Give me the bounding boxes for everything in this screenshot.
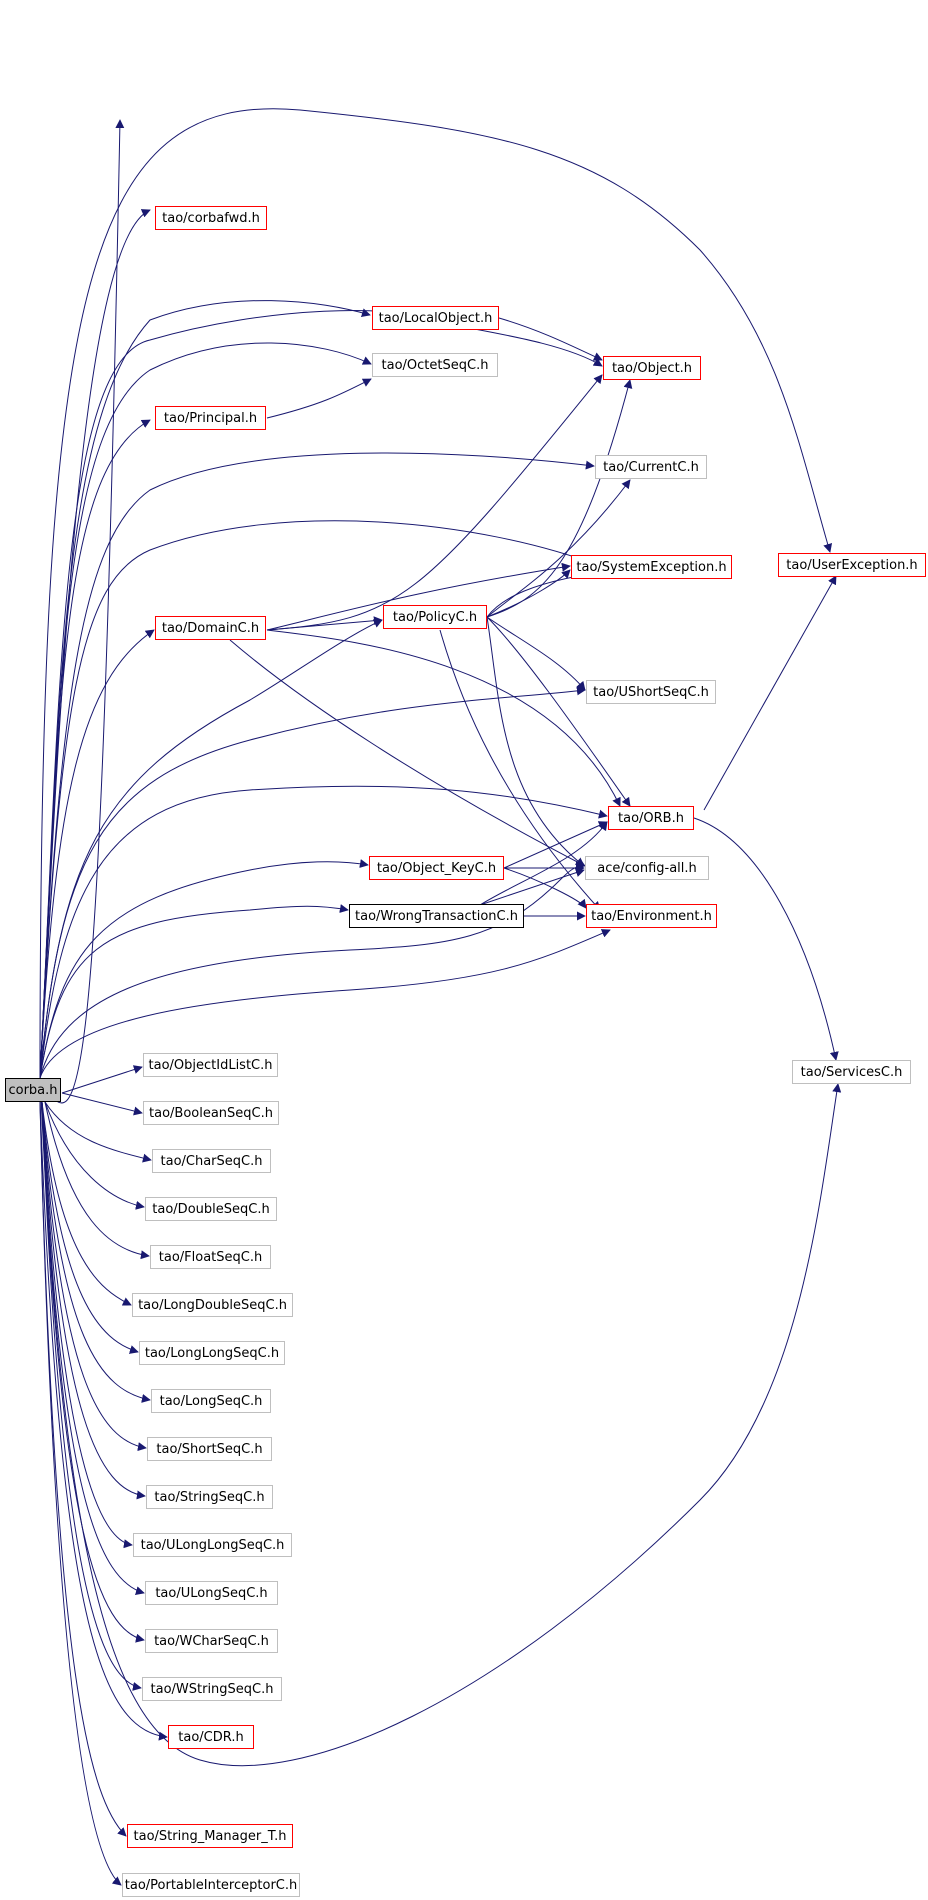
node-corba-h[interactable]: corba.h xyxy=(5,1078,61,1102)
dependency-edge xyxy=(39,1077,842,1767)
node-tao-portableinterceptorc-h[interactable]: tao/PortableInterceptorC.h xyxy=(122,1873,300,1897)
node-tao-ushortseqc-h[interactable]: tao/UShortSeqC.h xyxy=(586,680,716,704)
node-tao-booleanseqc-h[interactable]: tao/BooleanSeqC.h xyxy=(143,1101,279,1125)
node-tao-objectidlistc-h[interactable]: tao/ObjectIdListC.h xyxy=(143,1053,278,1077)
node-tao-stringseqc-h[interactable]: tao/StringSeqC.h xyxy=(146,1485,273,1509)
dependency-edge xyxy=(39,1101,122,1886)
dependency-edge xyxy=(503,821,608,869)
node-tao-ulongseqc-h[interactable]: tao/ULongSeqC.h xyxy=(145,1581,278,1605)
node-tao-servicesc-h[interactable]: tao/ServicesC.h xyxy=(792,1060,911,1084)
node-tao-orb-h[interactable]: tao/ORB.h xyxy=(608,806,694,830)
node-tao-charseqc-h[interactable]: tao/CharSeqC.h xyxy=(152,1149,271,1173)
dependency-edge xyxy=(41,1101,147,1452)
dependency-edge xyxy=(39,686,586,1079)
node-tao-wcharseqc-h[interactable]: tao/WCharSeqC.h xyxy=(145,1629,278,1653)
dependency-edge xyxy=(44,1101,150,1260)
dependency-edge xyxy=(479,868,585,906)
dependency-edge xyxy=(39,619,383,1079)
dependency-edge xyxy=(39,904,349,1079)
dependency-edge xyxy=(229,639,586,867)
dependency-edge xyxy=(39,452,595,1079)
dependency-edge xyxy=(703,575,837,811)
node-tao-octetseqc-h[interactable]: tao/OctetSeqC.h xyxy=(372,353,498,377)
node-tao-string-manager-t-h[interactable]: tao/String_Manager_T.h xyxy=(127,1824,293,1848)
node-tao-userexception-h[interactable]: tao/UserException.h xyxy=(778,553,926,577)
node-tao-longseqc-h[interactable]: tao/LongSeqC.h xyxy=(151,1389,271,1413)
dependency-edge xyxy=(41,1101,146,1500)
node-tao-longlongseqc-h[interactable]: tao/LongLongSeqC.h xyxy=(139,1341,285,1365)
node-tao-environment-h[interactable]: tao/Environment.h xyxy=(586,904,717,928)
dependency-edge xyxy=(41,1101,145,1643)
dependency-edge xyxy=(39,785,608,1079)
node-tao-cdr-h[interactable]: tao/CDR.h xyxy=(168,1725,254,1749)
dependency-edge xyxy=(39,520,601,1079)
node-tao-systemexception-h[interactable]: tao/SystemException.h xyxy=(571,555,732,579)
dependency-edge xyxy=(44,1101,145,1210)
dependency-edge xyxy=(44,1101,152,1163)
node-tao-doubleseqc-h[interactable]: tao/DoubleSeqC.h xyxy=(145,1197,277,1221)
dependency-edge xyxy=(41,1101,145,1596)
dependency-edges xyxy=(39,108,842,1886)
dependency-edge xyxy=(503,867,587,909)
node-tao-wstringseqc-h[interactable]: tao/WStringSeqC.h xyxy=(142,1677,282,1701)
dependency-edge xyxy=(39,929,611,1079)
node-tao-corbafwd-h[interactable]: tao/corbafwd.h xyxy=(155,206,267,230)
dependency-edge xyxy=(39,108,833,1079)
node-tao-domainc-h[interactable]: tao/DomainC.h xyxy=(155,616,266,640)
dependency-edge xyxy=(39,859,369,1079)
node-tao-localobject-h[interactable]: tao/LocalObject.h xyxy=(372,306,499,330)
node-tao-shortseqc-h[interactable]: tao/ShortSeqC.h xyxy=(147,1437,272,1461)
dependency-edge xyxy=(486,379,633,618)
dependency-edge xyxy=(39,1101,127,1837)
dependency-edge xyxy=(39,1101,168,1741)
node-tao-longdoubleseqc-h[interactable]: tao/LongDoubleSeqC.h xyxy=(132,1293,293,1317)
node-tao-principal-h[interactable]: tao/Principal.h xyxy=(155,406,266,430)
node-tao-currentc-h[interactable]: tao/CurrentC.h xyxy=(595,455,707,479)
dependency-edge xyxy=(486,616,585,867)
dependency-edge xyxy=(41,1101,139,1354)
dependency-edge xyxy=(41,1101,133,1549)
dependency-edge xyxy=(486,616,586,691)
node-tao-object-keyc-h[interactable]: tao/Object_KeyC.h xyxy=(369,856,504,880)
dependency-edge xyxy=(61,1092,143,1116)
dependency-edge xyxy=(266,374,603,631)
dependency-edge xyxy=(61,1065,143,1094)
dependency-edge xyxy=(266,378,372,419)
node-tao-object-h[interactable]: tao/Object.h xyxy=(603,356,701,380)
dependency-edge xyxy=(41,1101,142,1691)
node-tao-wrongtransactionc-h[interactable]: tao/WrongTransactionC.h xyxy=(349,904,524,928)
node-tao-ulonglongseqc-h[interactable]: tao/ULongLongSeqC.h xyxy=(133,1533,292,1557)
dependency-edge xyxy=(266,629,621,807)
dependency-edge xyxy=(39,209,151,1079)
dependency-edge xyxy=(486,569,571,618)
dependency-edge xyxy=(39,342,372,1079)
dependency-edge xyxy=(41,1101,151,1403)
node-tao-policyc-h[interactable]: tao/PolicyC.h xyxy=(383,605,487,629)
dependency-edge xyxy=(486,616,631,807)
dependency-edge xyxy=(486,479,631,618)
dependency-edge xyxy=(39,629,155,1079)
dependency-edge xyxy=(39,419,151,1079)
node-ace-config-all-h[interactable]: ace/config-all.h xyxy=(585,856,709,880)
dependency-edge xyxy=(39,309,603,1079)
dependency-edge xyxy=(39,119,125,1104)
dependency-edge xyxy=(266,562,571,631)
dependency-edge xyxy=(498,317,603,361)
dependency-edge xyxy=(479,821,608,906)
dependency-edge xyxy=(41,1101,132,1306)
node-tao-floatseqc-h[interactable]: tao/FloatSeqC.h xyxy=(150,1245,271,1269)
dependency-edge xyxy=(439,629,601,911)
dependency-edge xyxy=(693,817,839,1061)
